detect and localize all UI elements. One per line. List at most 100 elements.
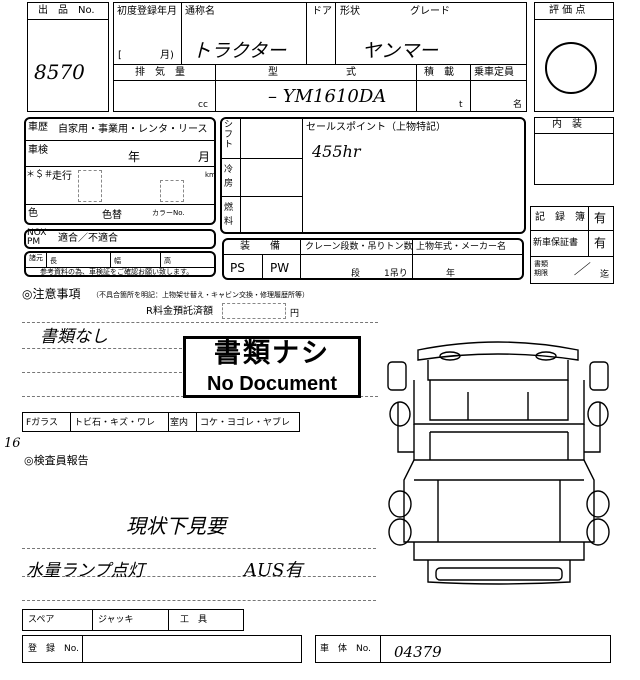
- record-value: 有: [594, 211, 607, 225]
- inspector-line2a: 水量ランプ点灯: [26, 561, 145, 581]
- crane-label: クレーン段数・吊りトン数: [305, 242, 413, 252]
- recycle-label: R料金預託済額: [146, 306, 213, 317]
- dims-box: [24, 251, 216, 277]
- notes-line: [22, 372, 182, 373]
- mileage-digit-box: [160, 180, 184, 202]
- no-document-stamp: [183, 336, 361, 398]
- records-box: [530, 206, 614, 284]
- chassis-divider: [380, 635, 381, 663]
- equipment-divider: [300, 238, 301, 280]
- notes-line: [22, 576, 376, 577]
- handwritten-note: 書類なし: [40, 327, 108, 347]
- registration-box: [22, 635, 302, 663]
- inspection-label: 車検: [28, 145, 48, 156]
- dims-height: 高: [164, 257, 171, 265]
- shift-label: シフト: [224, 120, 234, 150]
- load-unit: t: [459, 100, 463, 110]
- history-divider: [24, 140, 216, 141]
- dims-note: 参考資料の為、車検証をご確認お願い致します。: [40, 268, 194, 276]
- crane-steps: 段: [351, 269, 361, 279]
- records-divider: [530, 256, 614, 257]
- equip-pw: PW: [270, 261, 290, 275]
- vehicle-info-box: [113, 2, 527, 112]
- stamp-title: 書類ナシ: [214, 338, 330, 369]
- spare-label: スペア: [28, 615, 55, 625]
- load-label: 積 載: [424, 67, 454, 78]
- record-label: 記 録 簿: [535, 212, 585, 223]
- cc-unit: cc: [198, 100, 208, 110]
- model-label-left: 型: [268, 67, 278, 78]
- upper-label: 上物年式・メーカー名: [416, 242, 507, 252]
- equipment-divider: [262, 254, 263, 280]
- grade-label: グレード: [410, 6, 450, 17]
- interior-label: 内 装: [552, 119, 582, 130]
- records-divider: [530, 230, 614, 231]
- doc-period-label: 書類 期限: [534, 260, 548, 277]
- sales-point-box: [220, 117, 526, 234]
- spare-divider: [168, 609, 169, 631]
- score-box: [534, 2, 614, 112]
- history-divider: [24, 166, 216, 167]
- dims-divider: [46, 251, 47, 267]
- first-reg-bracket: [: [118, 50, 122, 61]
- chassis-box: [315, 635, 611, 663]
- equipment-box: [222, 238, 524, 280]
- shape-label: 形状: [340, 6, 360, 17]
- notes-line: [22, 548, 376, 549]
- notes-line: [22, 600, 376, 601]
- glass-divider: [196, 412, 197, 432]
- doc-period-unit: 迄: [600, 270, 610, 280]
- vehicle-damage-diagram: [387, 341, 610, 585]
- interior-divider: [534, 133, 614, 134]
- dims-key: 諸元: [29, 254, 43, 262]
- ac-label: 冷房: [224, 165, 234, 189]
- equipment-divider: [412, 238, 413, 280]
- model-value: – YM1610DA: [268, 86, 387, 107]
- caution-detail: （不具合箇所を明記：上物架せ替え・キャビン交換・修理履歴所等）: [92, 291, 309, 299]
- first-reg-label: 初度登録年月: [117, 6, 177, 17]
- recycle-unit: 円: [290, 309, 300, 319]
- upper-year: 年: [446, 269, 456, 279]
- sales-divider: [240, 117, 241, 234]
- color-label: 色: [28, 208, 38, 219]
- lot-label: 出 品 No.: [38, 5, 95, 16]
- spare-row: [22, 609, 244, 631]
- sales-divider: [220, 158, 302, 159]
- nox-label: NOX PM: [27, 228, 47, 247]
- vehicle-info-divider: [306, 2, 307, 64]
- nox-box: [24, 229, 216, 249]
- history-divider: [24, 204, 216, 205]
- sales-point-value: 455hr: [312, 142, 361, 161]
- vehicle-info-divider: [335, 2, 336, 64]
- score-label: 評 価 点: [549, 5, 586, 16]
- name-value: トラクター: [192, 40, 287, 62]
- equip-label: 装 備: [240, 241, 280, 252]
- chassis-value: 04379: [394, 643, 442, 661]
- inspector-label: ◎検査員報告: [24, 454, 89, 467]
- vehicle-info-divider: [416, 64, 417, 112]
- dims-divider: [160, 251, 161, 267]
- sales-point-label: セールスポイント（上物特記）: [306, 122, 446, 133]
- dims-divider: [110, 251, 111, 267]
- model-label-right: 式: [346, 67, 356, 78]
- warranty-label: 新車保証書: [533, 238, 579, 248]
- displacement-label: 排 気 量: [135, 67, 185, 78]
- chassis-label: 車 体 No.: [320, 644, 371, 654]
- jack-label: ジャッキ: [98, 615, 134, 625]
- vehicle-info-divider: [181, 2, 182, 64]
- vehicle-info-divider: [470, 64, 471, 112]
- sales-divider: [302, 117, 303, 234]
- glass-row: [22, 412, 300, 432]
- color-no-label: カラーNo.: [152, 209, 185, 217]
- inspector-line1: 現状下見要: [126, 514, 226, 538]
- caution-label: ◎注意事項: [22, 287, 81, 301]
- history-box: [24, 117, 216, 225]
- inspection-month: 月: [198, 150, 211, 164]
- capacity-unit: 名: [513, 100, 523, 110]
- cabin-label: 室内: [170, 418, 189, 428]
- first-reg-month: 月): [160, 50, 174, 61]
- glass-label: Fガラス: [26, 418, 58, 428]
- inspector-line2b: AUS有: [244, 560, 303, 581]
- glass-divider: [168, 412, 169, 432]
- mileage-label: 走行: [52, 171, 72, 182]
